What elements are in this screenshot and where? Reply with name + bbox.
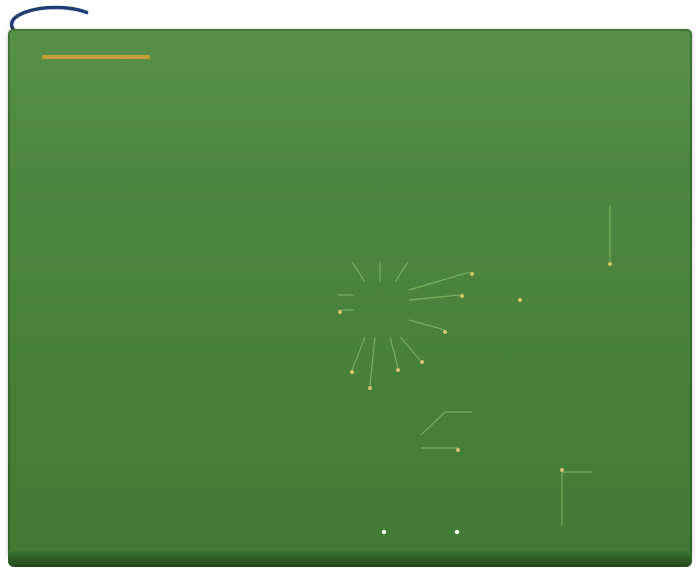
pcb-board-bottom-edge <box>8 551 692 567</box>
pcb-board <box>8 29 692 557</box>
